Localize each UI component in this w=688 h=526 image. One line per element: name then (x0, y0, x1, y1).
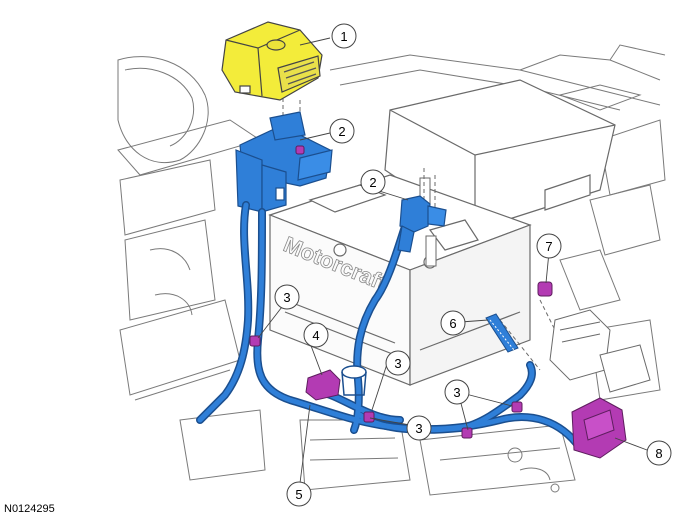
callout-3-center: 3 (385, 350, 411, 376)
svg-text:3: 3 (453, 385, 460, 400)
harness-connectors (249, 145, 627, 459)
clip-3c (461, 427, 473, 439)
svg-text:8: 8 (655, 446, 662, 461)
callout-3-left: 3 (274, 284, 300, 310)
callout-3-right: 3 (444, 379, 470, 405)
right-side-module (549, 309, 651, 393)
figure-id: N0124295 (4, 503, 55, 515)
callout-7: 7 (536, 233, 562, 259)
svg-text:7: 7 (545, 239, 552, 254)
clip-3a (249, 335, 261, 347)
battery-tray (384, 79, 616, 231)
callout-2-upper: 2 (329, 118, 355, 144)
battery-junction-box (235, 111, 333, 213)
callout-1: 1 (331, 23, 357, 49)
grommet-item-7 (537, 281, 553, 297)
callout-4: 4 (303, 322, 329, 348)
callout-6: 6 (440, 310, 466, 336)
fuse-box-cover (221, 21, 323, 101)
connector-item-4 (305, 369, 341, 401)
callout-3-bottom: 3 (406, 415, 432, 441)
callout-2-lower: 2 (360, 169, 386, 195)
svg-text:2: 2 (338, 124, 345, 139)
callouts: 1 2 2 3 3 3 3 4 (274, 23, 672, 507)
svg-text:4: 4 (312, 328, 319, 343)
clip-3d (511, 401, 523, 413)
cable-clip-item-6 (485, 313, 519, 353)
engine-bay-linework (117, 44, 666, 496)
svg-text:3: 3 (283, 290, 290, 305)
svg-text:2: 2 (369, 175, 376, 190)
cable-ring-sleeve (341, 365, 367, 396)
svg-text:5: 5 (295, 487, 302, 502)
callout-5: 5 (286, 481, 312, 507)
svg-text:6: 6 (449, 316, 456, 331)
positive-terminal-clamp (397, 195, 447, 253)
svg-text:3: 3 (415, 421, 422, 436)
svg-text:3: 3 (394, 356, 401, 371)
clip-3b (363, 411, 375, 423)
svg-text:1: 1 (340, 29, 347, 44)
callout-8: 8 (646, 440, 672, 466)
